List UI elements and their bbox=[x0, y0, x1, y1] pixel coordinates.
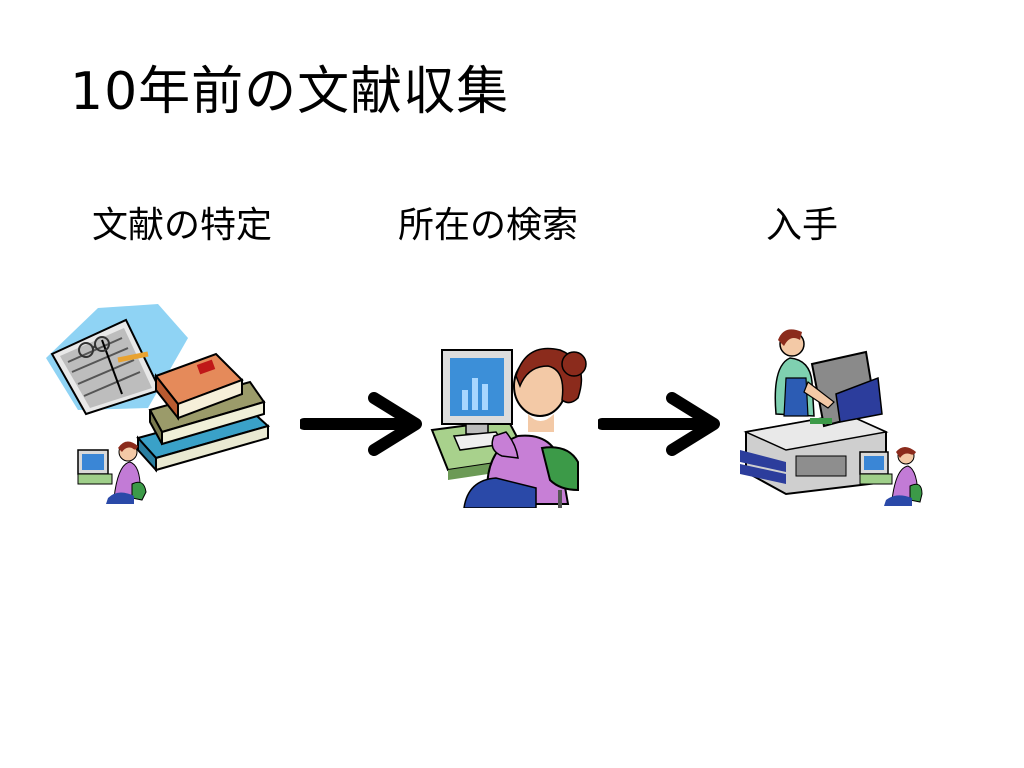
arrow-right-icon bbox=[598, 392, 720, 456]
copy-machine-operator-icon bbox=[740, 329, 923, 506]
step-label-location-search: 所在の検索 bbox=[398, 205, 579, 246]
books-and-newspaper-icon bbox=[46, 304, 271, 504]
slide-title: 10年前の文献収集 bbox=[70, 62, 510, 122]
arrow-right-icon bbox=[300, 392, 422, 456]
step-label-document-identification: 文献の特定 bbox=[92, 205, 273, 246]
step-label-acquisition: 入手 bbox=[766, 205, 839, 246]
woman-at-computer-icon bbox=[430, 347, 587, 508]
